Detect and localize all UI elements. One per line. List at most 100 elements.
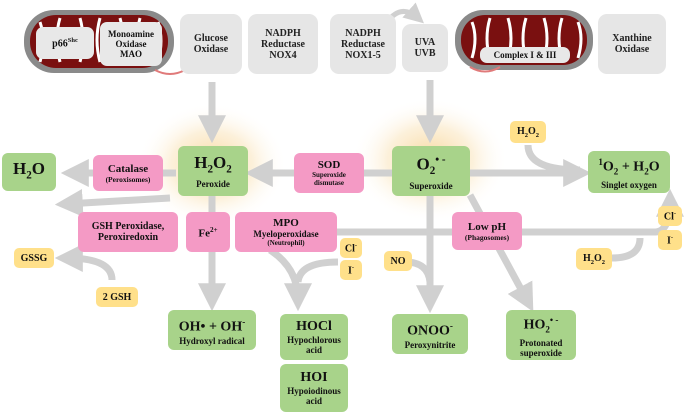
mao-line1: Monoamine bbox=[108, 29, 154, 39]
uva-text: UVA bbox=[414, 37, 436, 48]
sod-sub2: dismutase bbox=[314, 179, 344, 187]
nox4-line3: NOX4 bbox=[269, 49, 297, 61]
h2o2-bot-o: O bbox=[594, 252, 602, 264]
complex-label: Complex I & III bbox=[480, 47, 570, 63]
singlet-label: Singlet oxygen bbox=[601, 179, 657, 190]
mao-line3: MAO bbox=[120, 49, 142, 59]
i-sup: - bbox=[351, 263, 355, 271]
singlet-sup: 1 bbox=[598, 157, 603, 168]
glucose-line1: Glucose bbox=[194, 33, 228, 44]
peroxynitrite-box: ONOO- Peroxynitrite bbox=[392, 314, 468, 354]
mpo-box: MPO Myeloperoxidase (Neutrophil) bbox=[235, 212, 337, 252]
hoi-text: HOI bbox=[300, 370, 328, 385]
singlet-rest: + H bbox=[618, 159, 645, 175]
onoo-text: ONOO bbox=[407, 323, 450, 339]
arrow-h2o2-to-h2o-gsh bbox=[54, 189, 171, 218]
oh-sup: - bbox=[242, 317, 246, 328]
nox15-line2: Reductase bbox=[341, 38, 385, 50]
lowph-sub: (Phagosomes) bbox=[464, 232, 510, 242]
h2o2-h: H bbox=[194, 152, 208, 172]
hoi-label1: Hypoiodinous bbox=[287, 386, 341, 396]
p66shc-label: p66Shc bbox=[36, 27, 94, 59]
cl-right-sup: - bbox=[673, 209, 677, 217]
singlet-oxygen-box: 1O2 + H2O Singlet oxygen bbox=[588, 151, 670, 193]
arrow-mpo-to-hocl bbox=[268, 247, 312, 312]
hocl-text: HOCl bbox=[296, 319, 332, 334]
i-right-text: I bbox=[666, 235, 671, 247]
sod-sub1: Superoxide bbox=[312, 171, 346, 179]
h2o2-top-o: O bbox=[528, 125, 536, 137]
complex-text: Complex I & III bbox=[493, 50, 557, 60]
ho2-sub: 2 bbox=[545, 324, 550, 335]
o2-o: O bbox=[416, 154, 430, 174]
h2o-o: O bbox=[31, 158, 45, 178]
uv-box: UVA UVB bbox=[402, 24, 448, 72]
h2o2-bot-sub-a: 2 bbox=[590, 258, 594, 266]
mpo-title: MPO bbox=[273, 217, 299, 229]
fe-sup: 2+ bbox=[209, 226, 218, 235]
peroxynitrite-label: Peroxynitrite bbox=[404, 339, 456, 350]
catalase-title: Catalase bbox=[107, 162, 149, 175]
gsh-peroxidase-box: GSH Peroxidase, Peroxiredoxin bbox=[78, 212, 178, 252]
oh-text: OH• + OH bbox=[178, 319, 243, 335]
h2o2-sub-a: 2 bbox=[207, 163, 213, 176]
ho2-text: HO bbox=[523, 317, 546, 333]
mpo-sub: Myeloperoxidase bbox=[253, 229, 319, 239]
gsh-badge: 2 GSH bbox=[96, 287, 138, 307]
h2o2-top-sub-b: 2 bbox=[535, 131, 540, 139]
mao-label: Monoamine Oxidase MAO bbox=[100, 22, 162, 66]
mao-line2: Oxidase bbox=[115, 39, 147, 49]
no-text: NO bbox=[390, 255, 406, 267]
nox4-box: NADPH Reductase NOX4 bbox=[248, 14, 318, 74]
h2o2-box: H2O2 Peroxide bbox=[178, 146, 248, 196]
hocl-label1: Hypochlorous bbox=[287, 335, 341, 345]
h2o2-o: O bbox=[213, 152, 227, 172]
h2o2-sub-b: 2 bbox=[226, 163, 232, 176]
superoxide-label: Superoxide bbox=[409, 181, 453, 192]
h2o2-bot-sub-b: 2 bbox=[601, 258, 606, 266]
hoi-box: HOI Hypoiodinous acid bbox=[280, 364, 348, 412]
nox4-line1: NADPH bbox=[265, 27, 301, 39]
xanthine-line2: Oxidase bbox=[614, 44, 650, 55]
nox15-box: NADPH Reductase NOX1-5 bbox=[330, 14, 396, 74]
i-text: I bbox=[347, 265, 352, 277]
arrow-h2o2-to-singlet bbox=[524, 144, 581, 174]
ho2-label1: Protonated bbox=[519, 337, 563, 348]
singlet-o: O bbox=[602, 159, 614, 175]
hocl-box: HOCl Hypochlorous acid bbox=[280, 314, 348, 360]
gssg-badge: GSSG bbox=[14, 248, 54, 268]
gsh-line1: GSH Peroxidase, bbox=[91, 221, 165, 232]
ho2-sup: • - bbox=[549, 315, 559, 326]
uvb-text: UVB bbox=[414, 48, 436, 59]
arrow-gsh-to-gssg bbox=[54, 244, 116, 281]
xanthine-line1: Xanthine bbox=[612, 33, 652, 44]
cl-text: Cl bbox=[344, 243, 355, 255]
p66-sup: Shc bbox=[67, 37, 78, 45]
cl-right-text: Cl bbox=[663, 211, 674, 223]
cl-badge: Cl- bbox=[340, 238, 362, 258]
sod-title: SOD bbox=[317, 159, 341, 171]
no-badge: NO bbox=[384, 251, 412, 271]
ho2-box: HO2• - Protonated superoxide bbox=[506, 310, 576, 360]
o2-sub: 2 bbox=[429, 165, 436, 178]
fe-box: Fe2+ bbox=[186, 212, 230, 252]
h2o-h: H bbox=[13, 158, 27, 178]
cl-sup: - bbox=[354, 241, 358, 249]
i-right-badge: I- bbox=[658, 230, 682, 250]
h2o2-top-badge: H2O2 bbox=[510, 121, 546, 143]
i-badge: I- bbox=[340, 260, 362, 280]
h2o2-top-h: H bbox=[516, 125, 525, 137]
sod-box: SOD Superoxide dismutase bbox=[294, 153, 364, 193]
hydroxyl-label: Hydroxyl radical bbox=[179, 335, 245, 346]
peroxide-label: Peroxide bbox=[196, 179, 230, 190]
glucose-oxidase-box: Glucose Oxidase bbox=[180, 14, 242, 74]
lowph-title: Low pH bbox=[467, 220, 507, 233]
gssg-text: GSSG bbox=[20, 252, 48, 264]
singlet-sub2: 2 bbox=[644, 166, 649, 177]
nox4-line2: Reductase bbox=[261, 38, 305, 50]
h2o-sub: 2 bbox=[26, 169, 32, 182]
nox15-line1: NADPH bbox=[345, 27, 381, 39]
h2o2-top-sub-a: 2 bbox=[524, 131, 528, 139]
i-right-sup: - bbox=[670, 233, 674, 241]
